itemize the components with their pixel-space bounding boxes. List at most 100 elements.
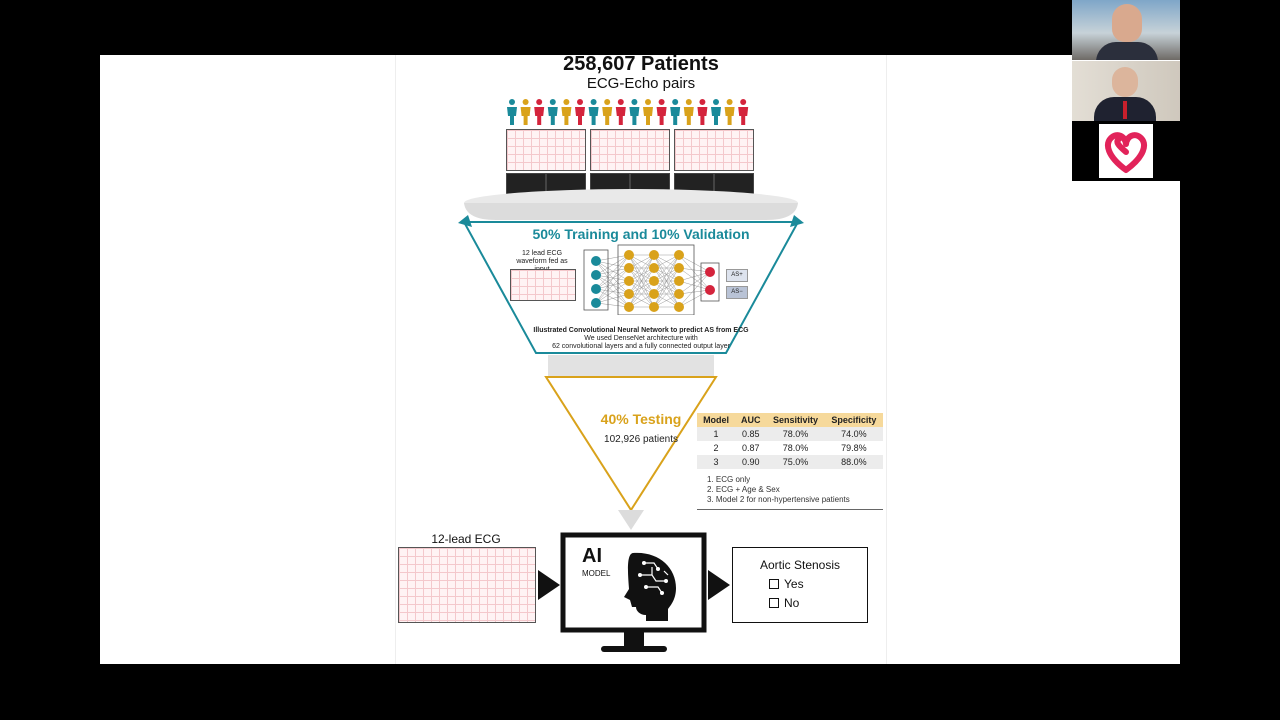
cnn-connection [678,271,711,308]
cnn-node [591,270,601,280]
cnn-connection [653,254,680,295]
cnn-connection [678,254,711,291]
model-label: MODEL [582,569,611,578]
table-cell: 1 [697,427,736,441]
cnn-node [591,298,601,308]
output-label-positive: AS+ [726,269,748,282]
figure-title: 258,607 Patients [563,55,719,75]
yes-checkbox[interactable] [769,579,779,589]
cnn-connection [595,293,630,304]
cnn-connection [595,260,630,269]
person-icon [724,99,735,125]
cnn-node [649,276,659,286]
table-cell: 2 [713,443,719,453]
webcam-logo-tile[interactable] [1072,121,1180,181]
cnn-node [674,302,684,312]
cnn-node [624,302,634,312]
participant-2-tie [1123,101,1127,119]
cnn-network-diagram [583,244,720,315]
no-checkbox[interactable] [769,598,779,608]
person-icon [602,99,613,125]
cnn-connection [595,254,630,262]
aortic-stenosis-output-box: Aortic Stenosis Yes No [732,547,868,623]
cnn-connection [595,254,630,304]
person-icon [670,99,681,125]
cnn-connection [595,267,630,276]
cnn-caption-title: Illustrated Convolutional Neural Network… [533,327,749,334]
note-2: 2. ECG + Age & Sex [707,485,780,494]
cnn-connection [678,289,711,295]
cnn-caption-line3: 62 convolutional layers and a fully conn… [552,343,730,350]
webcam-participant-1[interactable] [1072,0,1180,60]
person-icon [507,99,517,125]
table-cell: 74.0% [824,427,883,441]
cnn-connection [595,267,630,304]
table-cell: 79.8% [841,443,867,453]
cnn-connection [595,254,630,290]
cnn-node [705,285,715,295]
table-cell: 75.0% [766,455,825,469]
table-cell: 78.0% [782,443,809,453]
input-caption-line1: 12 lead ECG [521,250,563,257]
heart-loop-logo-icon [1105,132,1147,173]
cnn-connection [628,267,655,308]
cnn-connection [595,274,630,282]
cnn-connection [653,254,680,308]
cnn-connection [678,280,711,291]
person-icon [561,99,572,125]
ecg12-label: 12-lead ECG [431,532,501,546]
ai-label: AI [582,545,602,567]
cnn-connection [595,254,630,276]
cnn-connection [595,280,630,290]
cnn-connection [595,274,630,308]
ecg12-image [398,547,536,623]
person-icon [683,99,694,125]
cnn-connection [595,280,630,304]
cnn-node [624,263,634,273]
option-no-label: No [784,596,800,610]
person-icon [629,99,640,125]
output-title: Aortic Stenosis [759,558,841,572]
person-icon [534,99,545,125]
note-3: 3. Model 2 for non-hypertensive patients [707,495,850,504]
input-ecg-waveform [510,269,576,301]
testing-count: 102,926 patients [604,434,678,445]
participant-2-face [1112,67,1138,97]
table-cell: 88.0% [824,455,883,469]
cnn-connection [678,289,711,308]
testing-label: 40% Testing [600,411,682,427]
person-icon [615,99,626,125]
option-yes[interactable]: Yes [769,577,867,591]
results-notes: 1. ECG only 2. ECG + Age & Sex 3. Model … [697,475,883,510]
cnn-connection [653,254,680,282]
option-no[interactable]: No [769,596,867,610]
webcam-participant-2[interactable] [1072,61,1180,121]
presentation-slide: 258,607 Patients ECG-Echo pairs [100,55,1180,664]
cnn-connection [595,302,630,308]
table-cell: 0.85 [735,427,767,441]
cnn-node [674,289,684,299]
cnn-connection [678,267,711,273]
cnn-connection [595,274,630,295]
table-header: Sensitivity [766,413,825,427]
cnn-node [649,289,659,299]
table-cell: 78.0% [766,427,825,441]
person-icon [588,99,599,125]
cnn-connection [628,280,655,308]
cnn-node [591,284,601,294]
training-validation-label: 50% Training and 10% Validation [532,226,750,242]
ecg-sample-1 [506,129,586,171]
person-icon [643,99,653,125]
person-icon [547,99,558,125]
cnn-node [649,302,659,312]
cnn-connection [678,271,711,295]
table-header: AUC [735,413,767,427]
table-header: Model [697,413,736,427]
study-figure: 258,607 Patients ECG-Echo pairs [395,55,887,664]
cnn-connection [628,254,655,295]
cnn-connection [628,254,655,282]
